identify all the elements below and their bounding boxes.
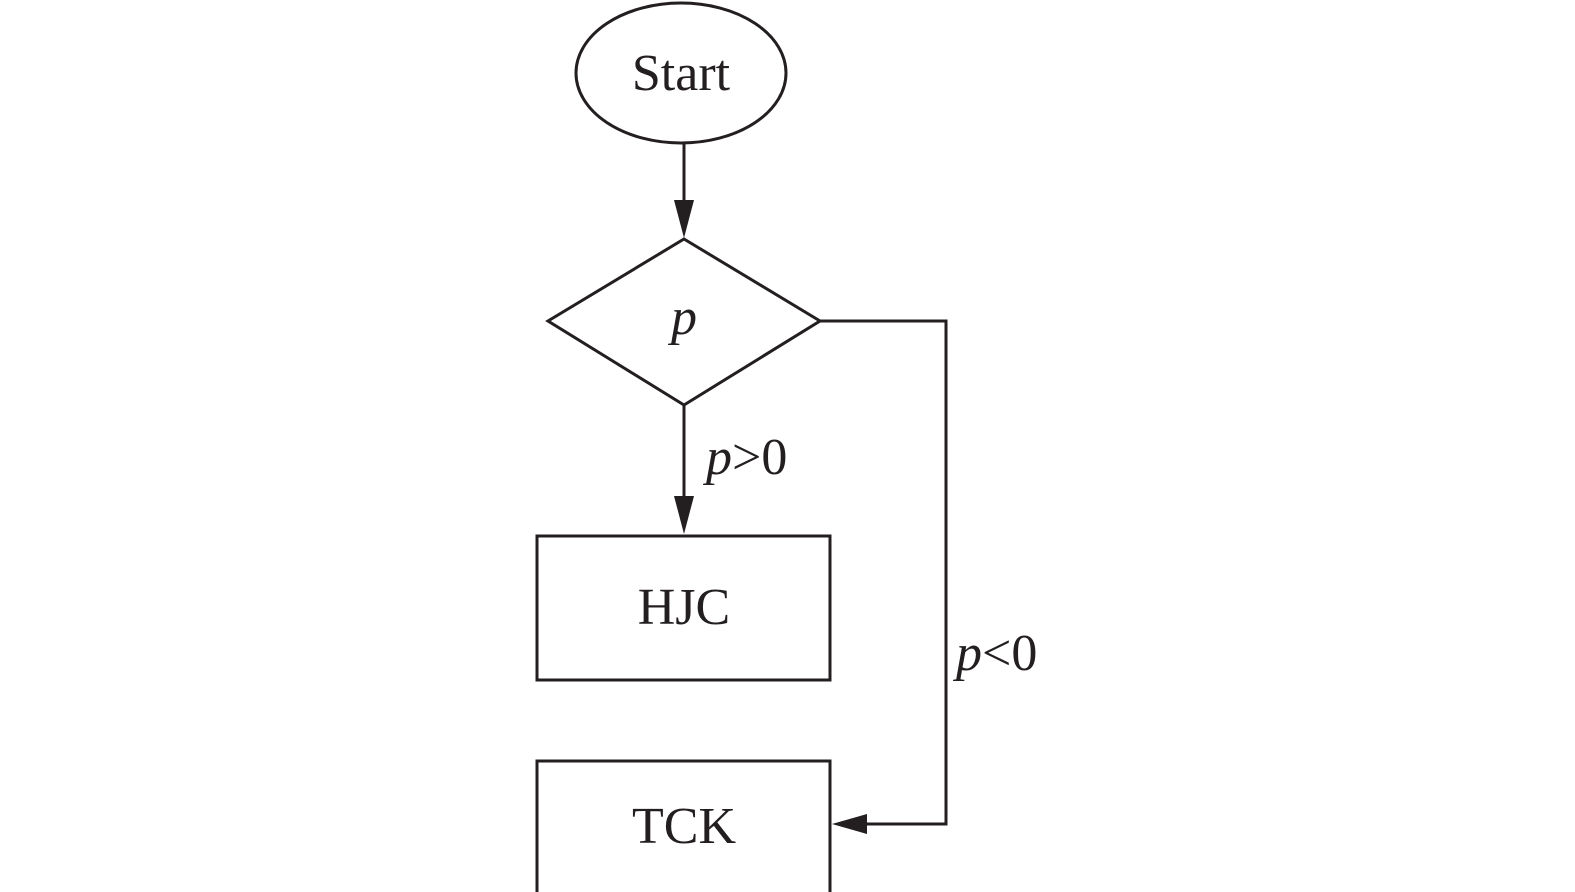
edge-decision-to-tck: p<0	[820, 319, 1037, 834]
edge-label-p-greater-0: p>0	[702, 429, 787, 486]
arrowhead-left-icon	[832, 814, 867, 834]
decision-label: p	[667, 289, 697, 346]
start-label: Start	[632, 45, 731, 102]
edge-line	[820, 319, 948, 826]
hjc-label: HJC	[638, 579, 730, 636]
tck-box	[535, 759, 832, 892]
edge-start-to-decision	[674, 143, 694, 238]
hjc-node: HJC	[535, 534, 832, 682]
edge-label-p-less-0: p<0	[952, 625, 1037, 682]
tck-label: TCK	[632, 798, 736, 855]
edge-decision-to-hjc: p>0	[674, 405, 787, 534]
hjc-box	[535, 534, 832, 682]
decision-node: p	[545, 237, 823, 407]
arrowhead-down-icon	[674, 200, 694, 238]
arrowhead-down-icon	[674, 496, 694, 534]
tck-node: TCK	[535, 759, 832, 892]
start-ellipse	[574, 1, 788, 145]
start-node: Start	[574, 1, 788, 145]
